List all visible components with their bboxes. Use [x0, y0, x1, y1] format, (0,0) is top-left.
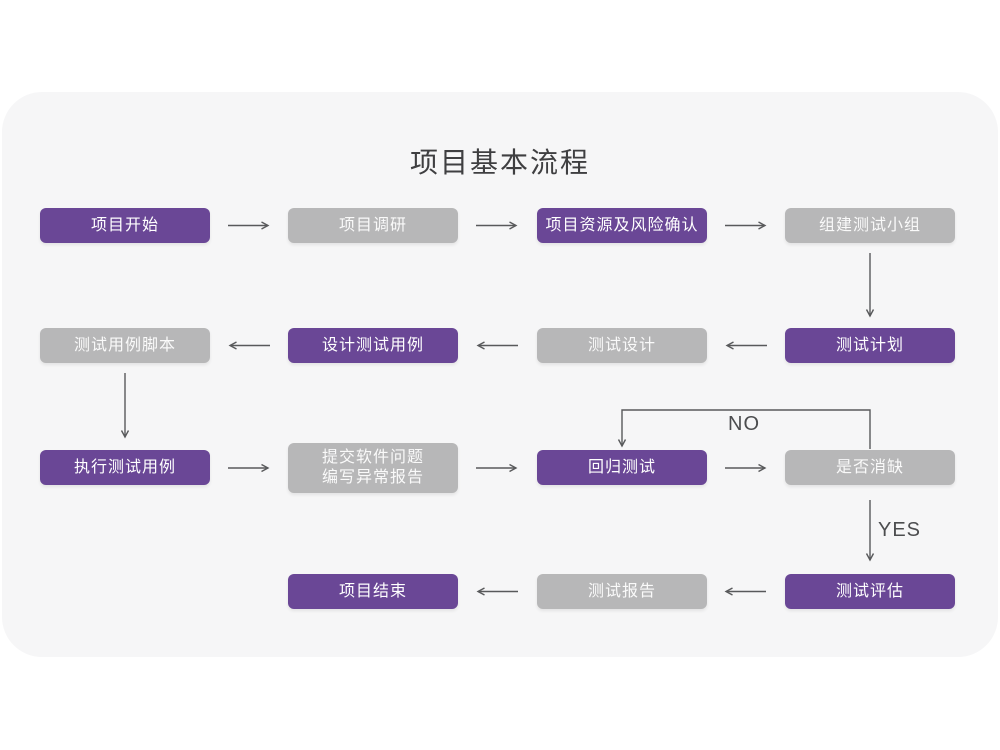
node-label-line2: 编写异常报告 [321, 469, 424, 486]
node-label: 项目资源及风险确认 [545, 216, 699, 234]
node-label: 测试评估 [835, 582, 904, 600]
node-label: 测试设计 [587, 336, 656, 354]
node-label: 项目调研 [338, 216, 407, 234]
node-test-design: 测试设计 [537, 328, 707, 363]
node-project-end: 项目结束 [288, 574, 458, 609]
flowchart-panel [2, 92, 998, 657]
node-label: 测试报告 [587, 582, 656, 600]
branch-label-no: NO [728, 413, 760, 435]
node-design-test-cases: 设计测试用例 [288, 328, 458, 363]
node-submit-issue-report: 提交软件问题 编写异常报告 [288, 443, 458, 493]
node-label: 执行测试用例 [73, 458, 176, 476]
node-project-research: 项目调研 [288, 208, 458, 243]
node-regression-test: 回归测试 [537, 450, 707, 485]
page-title: 项目基本流程 [409, 147, 590, 178]
node-execute-test-cases: 执行测试用例 [40, 450, 210, 485]
node-label: 测试计划 [835, 336, 904, 354]
node-label: 设计测试用例 [321, 336, 424, 354]
node-label: 项目开始 [90, 216, 159, 234]
node-defect-resolved-check: 是否消缺 [785, 450, 955, 485]
node-test-case-scripts: 测试用例脚本 [40, 328, 210, 363]
node-label: 测试用例脚本 [73, 336, 176, 354]
branch-label-yes: YES [878, 519, 922, 541]
node-test-report: 测试报告 [537, 574, 707, 609]
node-project-start: 项目开始 [40, 208, 210, 243]
node-label: 回归测试 [587, 458, 656, 476]
node-label: 项目结束 [338, 582, 407, 600]
node-label-line1: 提交软件问题 [321, 449, 424, 466]
node-label: 组建测试小组 [818, 216, 921, 234]
node-build-test-team: 组建测试小组 [785, 208, 955, 243]
node-test-evaluation: 测试评估 [785, 574, 955, 609]
node-test-plan: 测试计划 [785, 328, 955, 363]
node-label: 是否消缺 [835, 458, 904, 476]
node-resource-risk-confirm: 项目资源及风险确认 [537, 208, 707, 243]
